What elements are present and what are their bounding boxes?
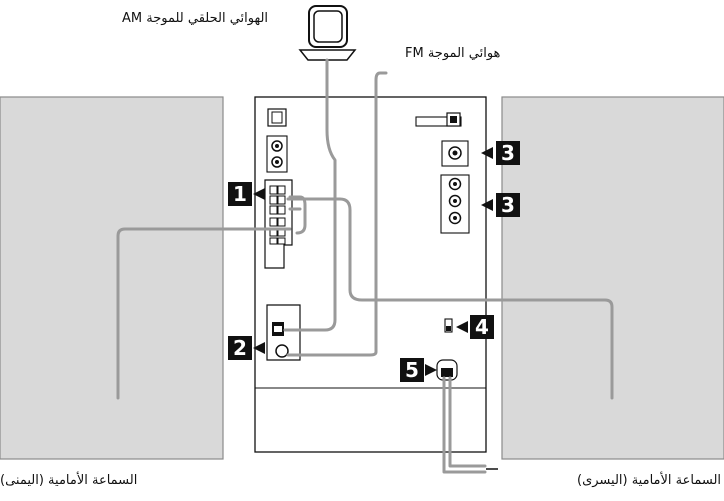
optical-port — [415, 112, 462, 127]
callout-3a: 3 — [496, 141, 520, 165]
fm-antenna-cable — [286, 71, 388, 357]
am-antenna-label: الهوائي الحلقي للموجة AM — [122, 11, 269, 26]
power-cord — [442, 376, 487, 474]
am-loop-antenna — [298, 5, 357, 61]
speaker-terminals — [264, 179, 293, 269]
front-speaker-left — [501, 96, 724, 460]
cables — [116, 58, 614, 474]
antenna-terminals — [266, 304, 301, 361]
front-speaker-right — [0, 96, 224, 460]
fm-antenna-label: هوائي الموجة FM — [405, 46, 501, 61]
callout-5: 5 — [400, 358, 424, 382]
left-speaker-cable — [286, 197, 614, 400]
digital-in-port — [267, 108, 287, 127]
power-inlet — [436, 359, 458, 381]
callout-2: 2 — [228, 336, 252, 360]
single-jack — [441, 140, 469, 167]
right-speaker-cable — [116, 227, 292, 400]
callout-4: 4 — [470, 315, 494, 339]
speaker-left-label: السماعة الأمامية (اليسرى) — [577, 473, 722, 488]
audio-jacks-left — [266, 135, 288, 173]
am-antenna-cable — [283, 58, 337, 332]
speaker-right-label: السماعة الأمامية (اليمنى) — [0, 473, 138, 488]
callout-1: 1 — [228, 182, 252, 206]
voltage-switch — [444, 318, 453, 333]
callout-3b: 3 — [496, 193, 520, 217]
triple-jack-block — [440, 174, 470, 234]
